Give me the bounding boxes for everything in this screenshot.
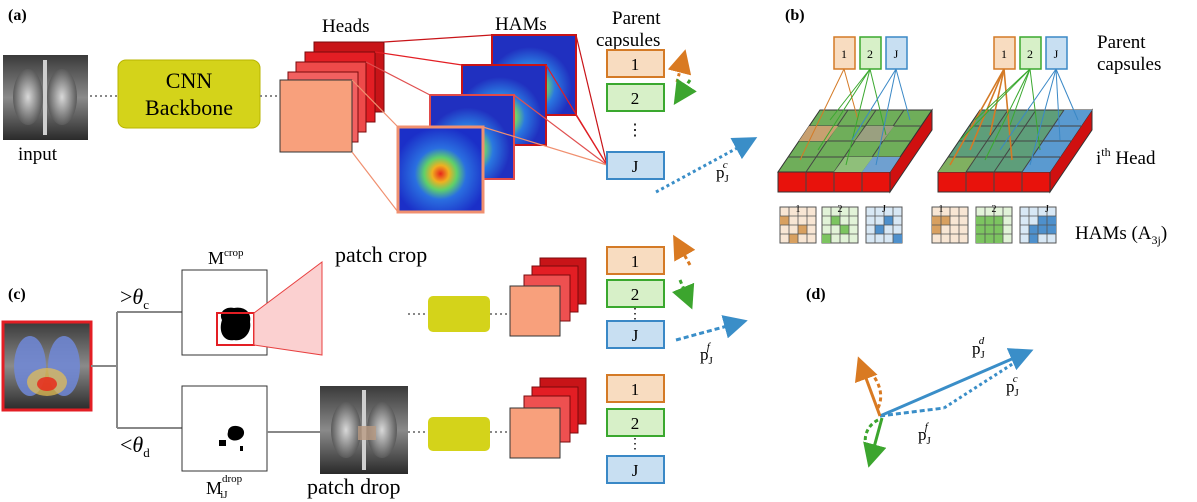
vector-green-d-solid [863,417,887,468]
svg-text:J: J [632,326,639,345]
svg-text:⋮: ⋮ [628,307,642,322]
svg-text:J: J [1045,204,1049,215]
capsule-2-a-label: 2 [631,89,640,108]
routing-lines-b [799,68,1079,166]
branch-lines [91,311,182,429]
heatmap-input-image [1,320,93,412]
heads-label: Heads [322,16,369,37]
heads-stack-crop [509,257,587,337]
patch-drop-xray-image [320,386,408,474]
vector-orange-c [673,234,696,266]
svg-text:1: 1 [939,204,944,215]
vector-blue-c [675,315,748,342]
parent-capsules-line1-a: Parent [612,8,661,29]
head-grid-left [777,108,933,194]
vector-green-a [673,78,697,106]
vector-pd [879,348,1034,418]
capsule-J-a-label: J [632,157,639,176]
vector-green-d-dashed [863,418,879,451]
hams-label: HAMs [495,14,547,35]
mask-drop-blob [227,425,245,441]
svg-text:2: 2 [838,204,843,215]
backbone-crop [428,296,490,332]
panel-label-c: (c) [8,286,26,303]
ham-grids-left: 1 2 J [779,204,903,244]
m-crop-label: Mcrop [208,247,244,268]
heads-to-hams-lines [351,34,493,213]
vector-pc [943,352,1029,410]
vector-label-a: pJc [716,159,730,185]
svg-text:1: 1 [631,252,640,271]
panel-label-b: (b) [785,7,805,24]
capsule-2-a: 2 [606,83,665,112]
svg-text:1: 1 [841,47,847,61]
input-xray-image [3,55,88,140]
patch-crop-zoom [253,261,323,356]
svg-text:1: 1 [631,380,640,399]
heads-stack [279,41,385,153]
input-label: input [18,144,58,165]
capsules-crop: 1 2 ⋮ J [606,246,665,349]
capsule-1-a: 1 [606,49,665,78]
heads-stack-drop [509,377,587,459]
ith-head-label: ith Head [1096,145,1156,169]
vector-label-c: pJf [700,341,714,367]
svg-text:1: 1 [796,204,801,215]
pd-label: pJd [972,335,986,361]
hams-stack [396,34,577,214]
backbone-line2: Backbone [145,95,233,120]
capsules-b-left: 1 2 J [833,36,908,70]
vector-orange-d-solid [854,356,882,417]
vector-green-c [672,279,695,310]
svg-text:J: J [894,47,899,61]
patch-drop-label: patch drop [307,474,400,499]
svg-text:J: J [1054,47,1059,61]
svg-text:J: J [632,461,639,480]
svg-text:2: 2 [867,47,873,61]
pf-label: pJf [918,421,932,447]
parent-capsules-line2-b: capsules [1097,54,1161,75]
vector-orange-a [667,49,692,83]
parent-capsules-line1-b: Parent [1097,32,1146,53]
svg-text:⋮: ⋮ [628,437,642,452]
svg-text:2: 2 [631,414,640,433]
capsules-drop: 1 2 ⋮ J [606,374,665,484]
pc-label: pJc [1006,373,1020,399]
svg-text:J: J [882,204,886,215]
svg-text:1: 1 [1001,47,1007,61]
theta-d-label: <θd [120,432,150,460]
ham-grids-right: 1 2 J [931,204,1057,244]
capsule-1-a-label: 1 [631,55,640,74]
svg-text:2: 2 [992,204,997,215]
theta-c-label: >θc [120,284,149,312]
panel-label-a: (a) [8,7,27,24]
svg-text:2: 2 [631,285,640,304]
cnn-backbone-box [117,59,261,129]
backbone-line1: CNN [166,68,213,93]
hams-a3j-label: HAMs (A3j) [1075,223,1167,247]
patch-crop-label: patch crop [335,242,427,267]
capsule-J-a: J [606,151,665,180]
capsules-b-right: 1 2 J [993,36,1068,70]
capsule-dots-a: ⋮ [627,122,643,139]
mask-drop-box [181,385,268,472]
panel-label-d: (d) [806,286,826,303]
vector-blue-a [655,137,758,194]
vector-orange-d-dashed [864,366,883,409]
svg-text:2: 2 [1027,47,1033,61]
backbone-drop [428,417,490,451]
hams-to-capsule-lines [482,34,608,166]
parent-capsules-line2-a: capsules [596,30,660,51]
vector-pf [879,406,945,418]
head-grid-right [937,108,1093,194]
mask-crop-blob [220,307,251,341]
